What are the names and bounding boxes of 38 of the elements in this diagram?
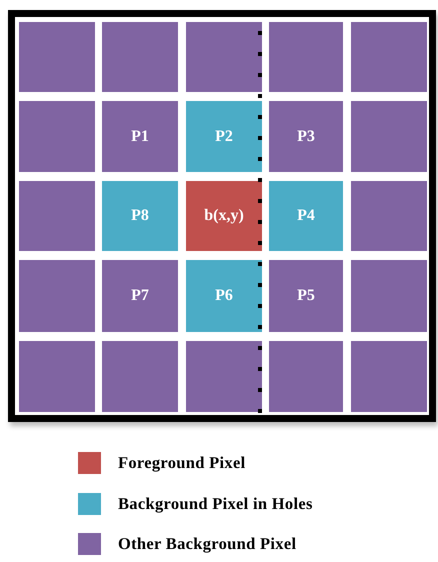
- pixel-label: P1: [131, 128, 149, 146]
- pixel-square: [351, 181, 427, 251]
- pixel-square: [351, 341, 427, 412]
- pixel-square: [269, 22, 343, 92]
- pixel-label: P4: [297, 207, 315, 225]
- pixel-label: P2: [215, 128, 233, 146]
- legend-label: Foreground Pixel: [118, 453, 246, 473]
- legend-label: Background Pixel in Holes: [118, 494, 313, 514]
- pixel-square: [351, 101, 427, 172]
- pixel-label: P6: [215, 287, 233, 305]
- pixel-square: [102, 341, 178, 412]
- pixel-square: [269, 341, 343, 412]
- pixel-square: [102, 101, 178, 172]
- pixel-square: [102, 181, 178, 251]
- pixel-square: [351, 22, 427, 92]
- pixel-square: [19, 101, 95, 172]
- grid-frame: [8, 10, 436, 422]
- pixel-square: [269, 260, 343, 332]
- pixel-square: [102, 260, 178, 332]
- pixel-square: [269, 101, 343, 172]
- pixel-square: [186, 101, 262, 172]
- pixel-square: [186, 341, 262, 412]
- pixel-label: P5: [297, 287, 315, 305]
- pixel-label: b(x,y): [204, 207, 244, 225]
- pixel-square: [19, 181, 95, 251]
- legend-label: Other Background Pixel: [118, 534, 296, 554]
- pixel-label: P7: [131, 287, 149, 305]
- pixel-label: P8: [131, 207, 149, 225]
- pixel-square: [269, 181, 343, 251]
- pixel-square: [102, 22, 178, 92]
- pixel-label: P3: [297, 128, 315, 146]
- pixel-square: [186, 181, 262, 251]
- pixel-square: [19, 341, 95, 412]
- pixel-square: [186, 260, 262, 332]
- pixel-square: [19, 22, 95, 92]
- pixel-square: [186, 22, 262, 92]
- pixel-square: [351, 260, 427, 332]
- pixel-square: [19, 260, 95, 332]
